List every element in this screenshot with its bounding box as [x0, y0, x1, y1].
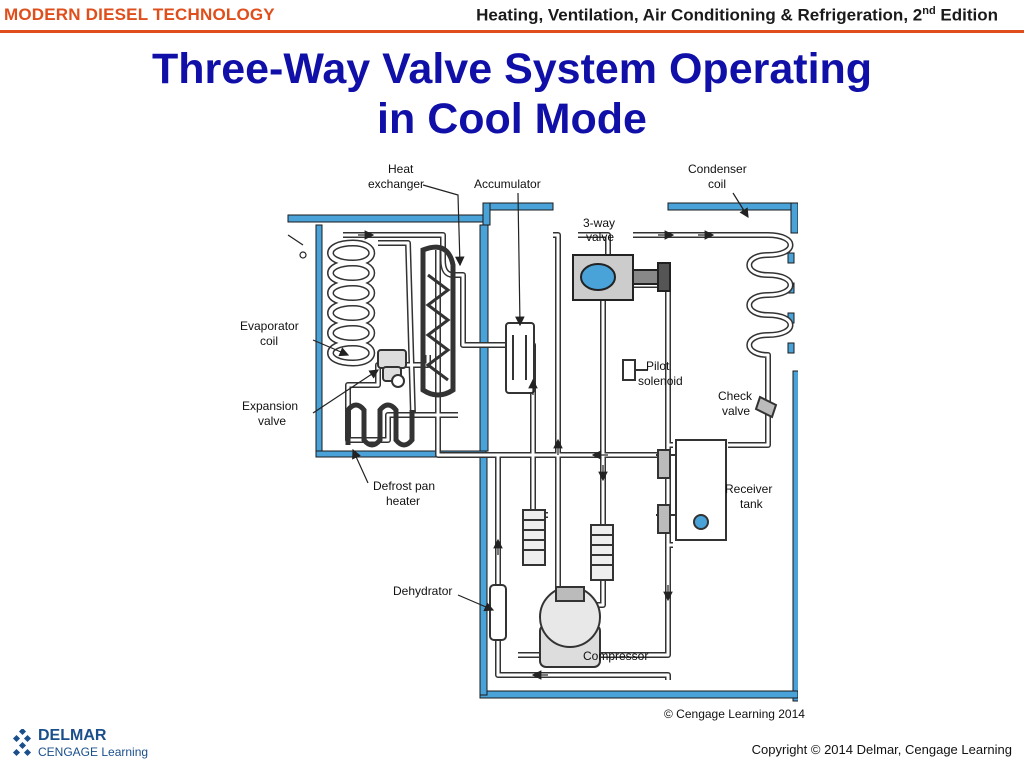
label-defrost-1: Defrost pan — [373, 479, 435, 493]
slide-title: Three-Way Valve System Operating in Cool… — [0, 44, 1024, 144]
receiver-tank — [656, 439, 727, 541]
label-check-1: Check — [718, 389, 753, 403]
label-receiver-1: Receiver — [725, 482, 772, 496]
copyright: Copyright © 2014 Delmar, Cengage Learnin… — [751, 742, 1012, 757]
insulation-walls — [287, 202, 798, 702]
label-pilot-2: solenoid — [638, 374, 683, 388]
label-compressor: Compressor — [583, 649, 648, 663]
label-receiver-2: tank — [740, 497, 764, 511]
label-three-way-1: 3-way — [583, 216, 615, 230]
slide-title-line2: in Cool Mode — [377, 95, 647, 143]
compressor — [539, 586, 601, 668]
accumulator — [505, 322, 535, 394]
label-pilot-1: Pilot — [646, 359, 670, 373]
header-right-sup: nd — [922, 5, 936, 17]
label-heat-exchanger-2: exchanger — [368, 177, 424, 191]
label-expansion-2: valve — [258, 414, 286, 428]
label-accumulator: Accumulator — [474, 177, 541, 191]
diagram-labels: Heat exchanger Accumulator Condenser coi… — [240, 162, 772, 663]
logo-top-text: DELMAR — [38, 727, 107, 744]
label-defrost-2: heater — [386, 494, 420, 508]
dehydrator — [489, 584, 507, 641]
header-right: Heating, Ventilation, Air Conditioning &… — [476, 5, 998, 26]
label-dehydrator: Dehydrator — [393, 584, 452, 598]
header-right-tail: Edition — [935, 5, 998, 25]
expansion-valve — [377, 349, 407, 388]
label-condenser-1: Condenser — [688, 162, 747, 176]
image-credit: © Cengage Learning 2014 — [664, 707, 805, 721]
delmar-logo: DELMAR CENGAGE Learning — [12, 727, 182, 763]
delmar-logo-icon — [12, 729, 32, 757]
label-condenser-2: coil — [708, 177, 726, 191]
label-three-way-2: valve — [586, 230, 614, 244]
heat-exchanger — [420, 244, 456, 398]
refrigeration-diagram: Heat exchanger Accumulator Condenser coi… — [240, 162, 798, 702]
leader-lines — [287, 184, 749, 612]
check-valve — [754, 395, 778, 419]
header-rule — [0, 30, 1024, 33]
logo-bottom-text: CENGAGE Learning — [38, 745, 149, 759]
label-heat-exchanger-1: Heat — [388, 162, 414, 176]
label-check-2: valve — [722, 404, 750, 418]
defrost-pan-heater — [345, 402, 415, 448]
header-right-main: Heating, Ventilation, Air Conditioning &… — [476, 5, 923, 25]
flow-arrows — [358, 230, 715, 680]
header-left: MODERN DIESEL TECHNOLOGY — [4, 5, 275, 24]
pilot-solenoid — [622, 359, 648, 381]
label-evaporator-2: coil — [260, 334, 278, 348]
label-expansion-1: Expansion — [242, 399, 298, 413]
slide-title-line1: Three-Way Valve System Operating — [151, 45, 873, 93]
label-evaporator-1: Evaporator — [240, 319, 299, 333]
vibration-eliminators — [522, 509, 614, 581]
three-way-valve — [572, 254, 671, 301]
